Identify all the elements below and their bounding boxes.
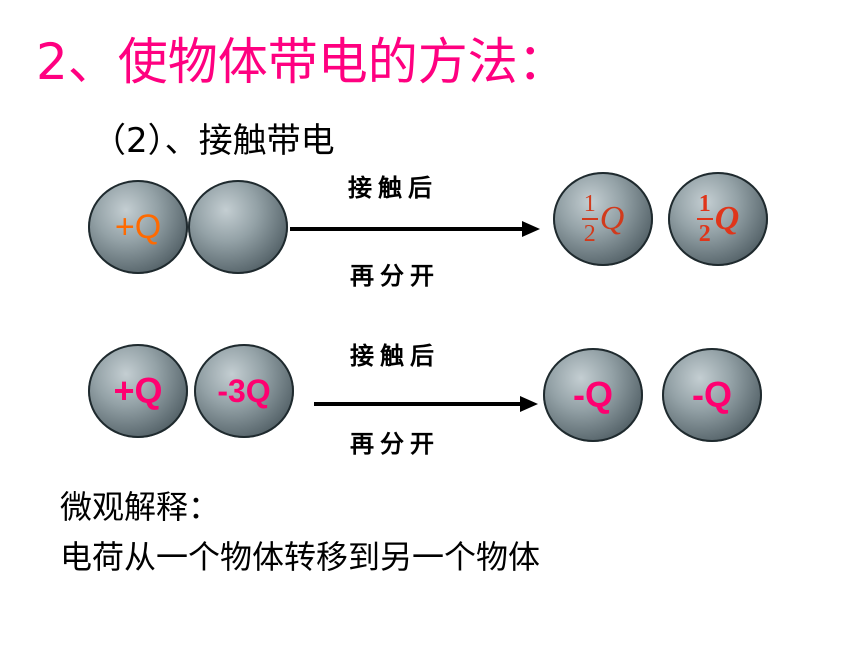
fraction-denominator: 2 <box>698 221 711 247</box>
charge-label: +Q <box>114 207 162 246</box>
charge-symbol: Q <box>599 200 625 237</box>
explanation-heading: 微观解释： <box>60 488 221 526</box>
arrow-label-bottom: 再分开 <box>350 261 440 290</box>
sphere-minus-q: -Q <box>543 348 643 442</box>
sphere-half-q: 1 2 Q <box>553 172 653 266</box>
sphere-neutral <box>188 180 288 274</box>
charge-label: +Q <box>113 370 163 411</box>
charge-label: -3Q <box>217 372 271 409</box>
section-subtitle: （2）、接触带电 <box>92 121 335 161</box>
arrow-label-top: 接触后 <box>350 341 440 370</box>
sphere-minus-q: -Q <box>662 348 762 442</box>
sphere-plus-q: +Q <box>88 180 188 274</box>
right-arrow-icon <box>314 396 538 412</box>
fraction-numerator: 1 <box>698 191 711 217</box>
arrow-label-bottom: 再分开 <box>350 429 440 458</box>
fraction-bar <box>696 218 713 220</box>
charge-label: -Q <box>573 374 613 415</box>
fraction-numerator: 1 <box>583 191 596 217</box>
sphere-plus-q: +Q <box>88 344 188 438</box>
right-arrow-icon <box>290 221 540 237</box>
charge-symbol: Q <box>714 200 740 237</box>
charge-label: -Q <box>692 374 732 415</box>
fraction-bar <box>581 218 598 220</box>
explanation-body: 电荷从一个物体转移到另一个物体 <box>60 538 541 576</box>
fraction: 1 2 <box>581 191 598 247</box>
sphere-minus-3q: -3Q <box>194 344 294 438</box>
page-title: 2、使物体带电的方法： <box>36 33 568 91</box>
fraction-denominator: 2 <box>583 221 596 247</box>
arrow-label-top: 接触后 <box>348 173 438 202</box>
fraction: 1 2 <box>696 191 713 247</box>
sphere-half-q: 1 2 Q <box>668 172 768 266</box>
